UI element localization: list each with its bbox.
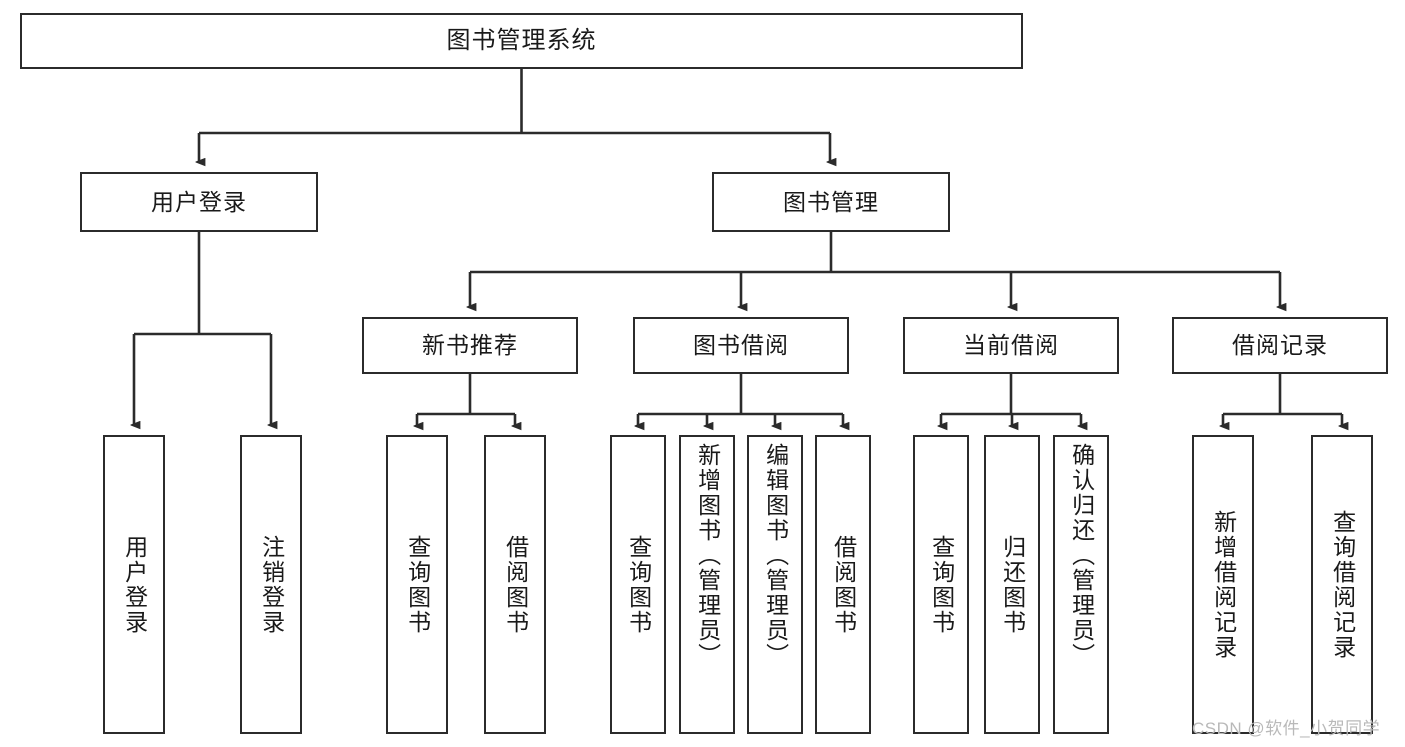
node-new-book-recommend[interactable]: 新书推荐	[362, 317, 578, 374]
node-leaf-user-login[interactable]: 用户登录	[103, 435, 165, 734]
node-leaf-return-book[interactable]: 归还图书	[984, 435, 1040, 734]
node-current-borrow-label: 当前借阅	[963, 332, 1059, 358]
node-leaf-add-record[interactable]: 新增借阅记录	[1192, 435, 1254, 734]
node-leaf-edit-book[interactable]: 编辑图书（管理员）	[747, 435, 803, 734]
csdn-watermark: CSDN @软件_小贺同学	[1192, 719, 1381, 738]
node-leaf-add-record-label: 新增借阅记录	[1210, 509, 1237, 660]
node-leaf-confirm-return[interactable]: 确认归还（管理员）	[1053, 435, 1109, 734]
node-leaf-borrow-book-label: 借阅图书	[830, 534, 857, 635]
node-root[interactable]: 图书管理系统	[20, 13, 1023, 69]
node-leaf-borrow-book-rec[interactable]: 借阅图书	[484, 435, 546, 734]
node-user-login-label: 用户登录	[151, 188, 247, 215]
node-leaf-query-book-rec-label: 查询图书	[404, 534, 431, 635]
node-leaf-edit-book-label: 编辑图书（管理员）	[762, 443, 789, 668]
node-leaf-add-book-label: 新增图书（管理员）	[694, 443, 721, 668]
node-leaf-borrow-book[interactable]: 借阅图书	[815, 435, 871, 734]
node-book-manage-label: 图书管理	[783, 188, 879, 215]
node-leaf-logout[interactable]: 注销登录	[240, 435, 302, 734]
node-new-book-recommend-label: 新书推荐	[422, 332, 518, 358]
node-leaf-query-record[interactable]: 查询借阅记录	[1311, 435, 1373, 734]
node-current-borrow[interactable]: 当前借阅	[903, 317, 1119, 374]
node-user-login[interactable]: 用户登录	[80, 172, 318, 232]
node-borrow-record-label: 借阅记录	[1232, 332, 1328, 358]
node-leaf-logout-label: 注销登录	[258, 534, 285, 635]
node-leaf-add-book[interactable]: 新增图书（管理员）	[679, 435, 735, 734]
node-leaf-query-book-cur-label: 查询图书	[928, 534, 955, 635]
node-book-manage[interactable]: 图书管理	[712, 172, 950, 232]
node-leaf-query-book-rec[interactable]: 查询图书	[386, 435, 448, 734]
node-book-borrow[interactable]: 图书借阅	[633, 317, 849, 374]
node-leaf-user-login-label: 用户登录	[121, 534, 148, 635]
node-leaf-confirm-return-label: 确认归还（管理员）	[1068, 443, 1095, 668]
node-borrow-record[interactable]: 借阅记录	[1172, 317, 1388, 374]
node-book-borrow-label: 图书借阅	[693, 332, 789, 358]
node-leaf-query-record-label: 查询借阅记录	[1329, 509, 1356, 660]
node-leaf-query-book-cur[interactable]: 查询图书	[913, 435, 969, 734]
node-root-label: 图书管理系统	[446, 27, 597, 54]
node-leaf-query-book-borrow[interactable]: 查询图书	[610, 435, 666, 734]
node-leaf-return-book-label: 归还图书	[999, 534, 1026, 635]
node-leaf-borrow-book-rec-label: 借阅图书	[502, 534, 529, 635]
node-leaf-query-book-borrow-label: 查询图书	[625, 534, 652, 635]
